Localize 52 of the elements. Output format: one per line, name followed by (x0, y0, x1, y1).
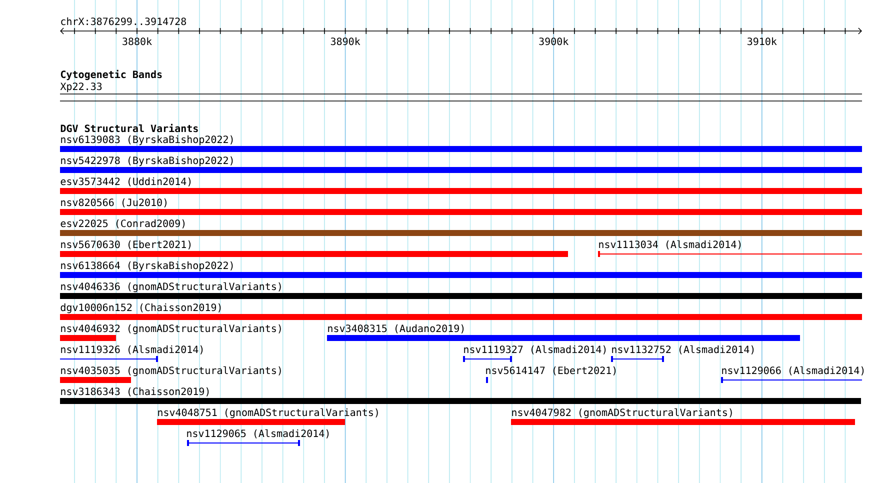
variant-feature: nsv1119326 (Alsmadi2014) (60, 345, 203, 362)
tick-label: 3880k (122, 37, 152, 46)
node-label: dgv10006n152 (Chaisson2019) (60, 303, 221, 314)
node-label: esv22025 (Conrad2009) (60, 219, 185, 228)
node-label: nsv5422978 (ByrskaBishop2022) (61, 156, 233, 166)
node-label: nsv1129066 (Alsmadi2014) (722, 366, 864, 376)
variant-feature: nsv1113034 (Alsmadi2014) (598, 240, 862, 257)
node-label: nsv4035035 (gnomADStructuralVariants) (61, 366, 281, 376)
variant-feature: nsv5670630 (Ebert2021) (60, 240, 568, 257)
variant-feature: nsv4046336 (gnomADStructuralVariants) (60, 282, 862, 299)
node-label: nsv4047982 (gnomADStructuralVariants) (512, 408, 732, 418)
node-label: nsv3186343 (Chaisson2019) (61, 387, 209, 396)
node-label: nsv1119326 (Alsmadi2014) (61, 345, 203, 354)
variant-feature: esv3573442 (Uddin2014) (60, 177, 862, 194)
node-label: nsv6138664 (ByrskaBishop2022) (61, 261, 233, 272)
variant-feature: nsv5614147 (Ebert2021) (486, 366, 616, 383)
variant-feature: nsv4035035 (gnomADStructuralVariants) (60, 366, 281, 383)
node-label: nsv4048751 (gnomADStructuralVariants) (158, 408, 378, 418)
variant-feature: nsv1119327 (Alsmadi2014) (462, 345, 606, 362)
variant-feature: nsv4048751 (gnomADStructuralVariants) (157, 408, 378, 425)
tick-label: 3910k (748, 37, 777, 46)
variant-feature: dgv10006n152 (Chaisson2019) (60, 303, 862, 320)
variant-feature: nsv820566 (Ju2010) (60, 198, 862, 215)
variant-feature: nsv6138664 (ByrskaBishop2022) (60, 261, 862, 278)
node-label: nsv820566 (Ju2010) (61, 198, 166, 208)
tick-label: 3900k (539, 37, 568, 46)
variant-feature: nsv3186343 (Chaisson2019) (60, 387, 861, 404)
band-label: Xp22.33 (60, 82, 102, 92)
tick-label: 3890k (330, 37, 360, 46)
variant-feature: nsv5422978 (ByrskaBishop2022) (60, 156, 862, 173)
node-label: nsv3408315 (Audano2019) (328, 324, 464, 334)
node-label: esv3573442 (Uddin2014) (60, 177, 191, 186)
node-label: nsv5614147 (Ebert2021) (486, 366, 616, 376)
track-heading: DGV Structural Variants (60, 124, 198, 132)
track-heading: Cytogenetic Bands (60, 70, 162, 80)
variant-feature: nsv1129066 (Alsmadi2014) (720, 366, 864, 383)
coordinate-label: chrX:3876299..3914728 (61, 17, 186, 26)
variant-feature: nsv4047982 (gnomADStructuralVariants) (511, 408, 855, 425)
node-label: nsv1129065 (Alsmadi2014) (187, 429, 329, 438)
node-label: nsv4046336 (gnomADStructuralVariants) (61, 282, 281, 292)
variant-feature: esv22025 (Conrad2009) (60, 219, 862, 236)
node-label: nsv1113034 (Alsmadi2014) (599, 240, 741, 250)
node-label: nsv5670630 (Ebert2021) (61, 240, 191, 250)
node-label: nsv1132752 (Alsmadi2014) (612, 345, 754, 354)
node-label: nsv6139083 (ByrskaBishop2022) (61, 135, 233, 146)
variant-feature: nsv6139083 (ByrskaBishop2022) (60, 135, 862, 152)
variant-feature: nsv4046932 (gnomADStructuralVariants) (60, 324, 281, 341)
variant-feature: nsv3408315 (Audano2019) (327, 324, 800, 341)
variant-feature: nsv1129065 (Alsmadi2014) (186, 429, 329, 446)
variant-feature: nsv1132752 (Alsmadi2014) (610, 345, 754, 362)
node-label: nsv1119327 (Alsmadi2014) (464, 345, 606, 354)
node-label: nsv4046932 (gnomADStructuralVariants) (61, 324, 281, 334)
